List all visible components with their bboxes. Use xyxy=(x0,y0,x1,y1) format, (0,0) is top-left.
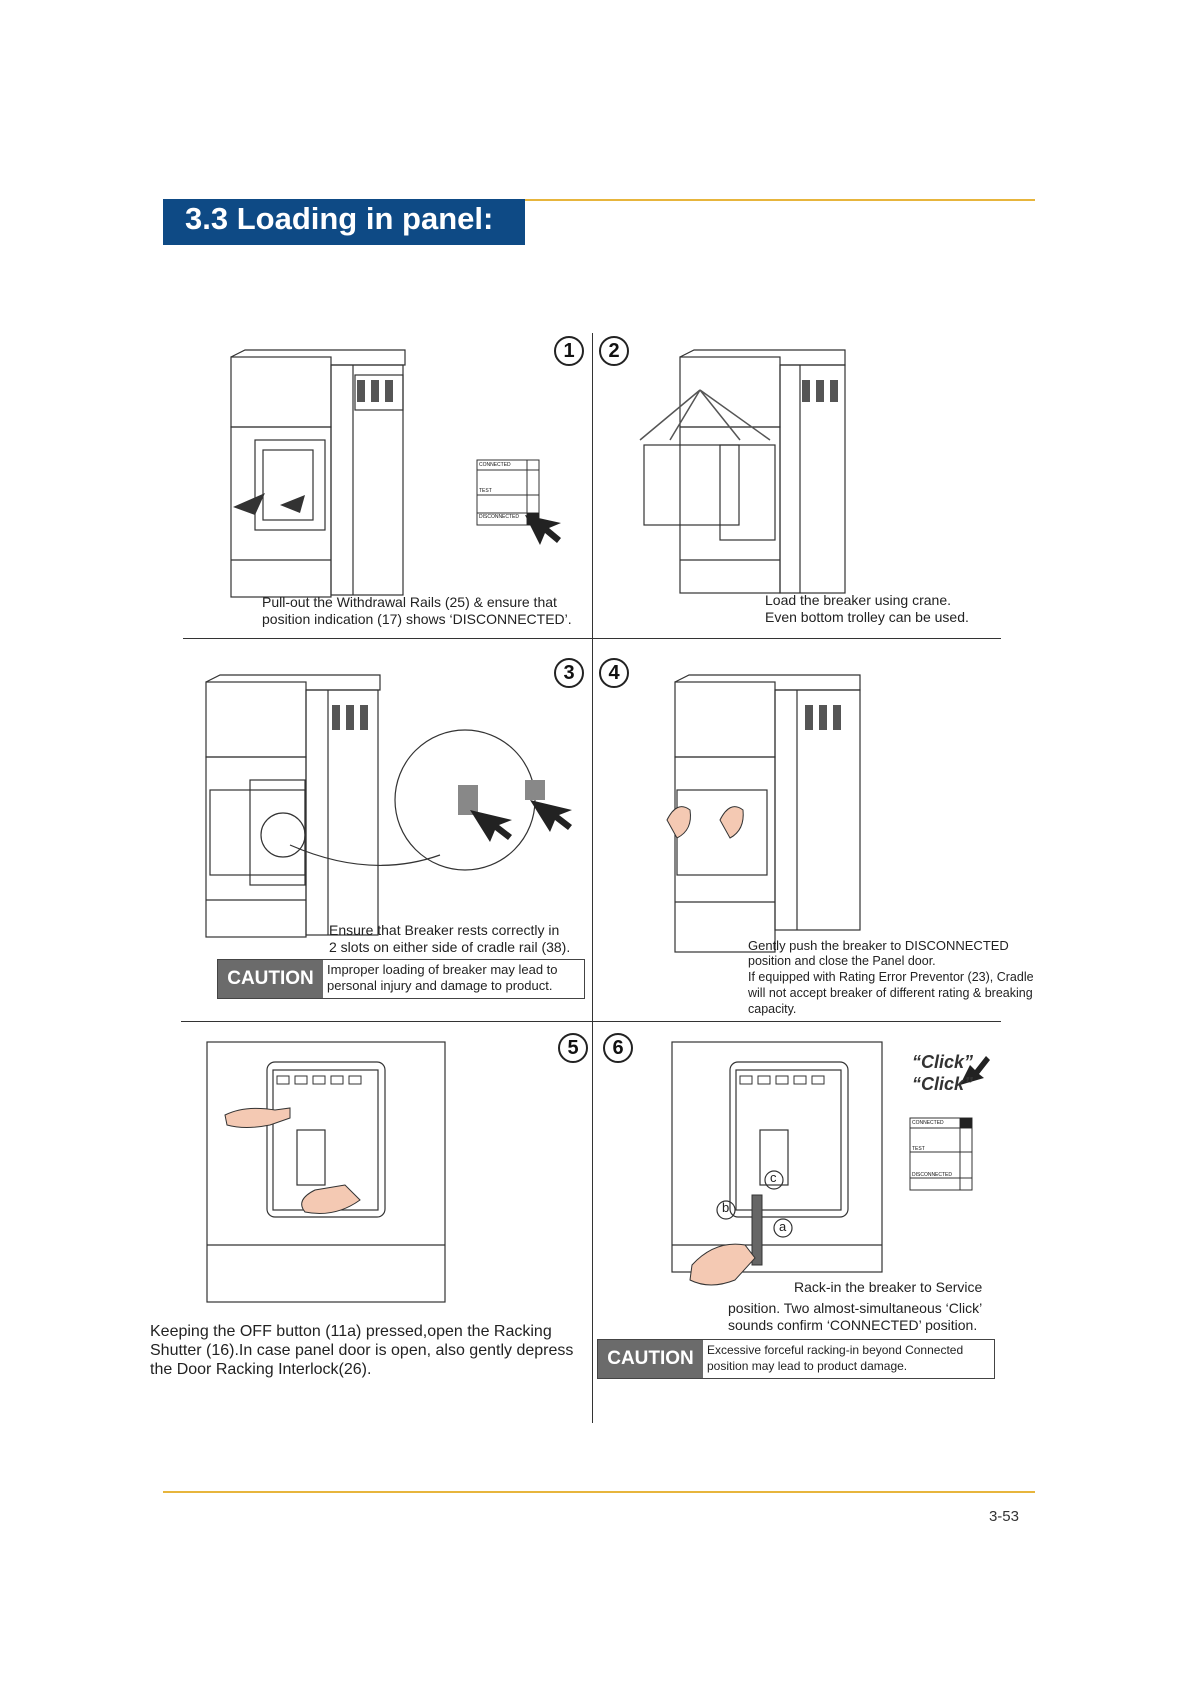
hand-icon xyxy=(689,1243,756,1286)
step-number-1: 1 xyxy=(554,336,584,366)
title-bar xyxy=(163,199,525,245)
step6-illustration xyxy=(671,1041,990,1286)
hand-icon xyxy=(224,1107,291,1128)
step-number-6: 6 xyxy=(603,1033,633,1063)
step4-caption-line3: If equipped with Rating Error Preventor … xyxy=(748,970,1034,984)
indicator-test-1: TEST xyxy=(479,488,492,494)
step5-caption-line2: Shutter (16).In case panel door is open,… xyxy=(150,1342,574,1359)
step4-caption-line4: will not accept breaker of different rat… xyxy=(748,986,1033,1000)
step2-caption-line1: Load the breaker using crane. xyxy=(765,592,952,608)
callout-a: a xyxy=(779,1219,787,1234)
grid-divider-row2 xyxy=(181,1021,1001,1022)
step4-caption-line1: Gently push the breaker to DISCONNECTED xyxy=(748,938,1009,953)
step1-caption-line1: Pull-out the Withdrawal Rails (25) & ens… xyxy=(262,594,557,610)
caution-label-2: CAUTION xyxy=(598,1340,703,1378)
step-number-2: 2 xyxy=(599,336,629,366)
step2-caption-line2: Even bottom trolley can be used. xyxy=(765,609,969,625)
caution-text-2-line2: position may lead to product damage. xyxy=(707,1359,908,1373)
step3-caption-line1: Ensure that Breaker rests correctly in xyxy=(329,922,560,938)
step6-caption-line1: Rack-in the breaker to Service xyxy=(794,1279,983,1295)
click-text-2: “Click” xyxy=(912,1074,974,1094)
arrow-left-icon xyxy=(233,493,265,515)
pointer-arrow-icon xyxy=(525,515,561,545)
caution-text-2: Excessive forceful racking-in beyond Con… xyxy=(703,1340,967,1378)
step4-caption-line5: capacity. xyxy=(748,1002,797,1016)
step3-illustration xyxy=(205,674,572,938)
step-number-5: 5 xyxy=(558,1033,588,1063)
caution-text-2-line1: Excessive forceful racking-in beyond Con… xyxy=(707,1343,964,1357)
footer-rule xyxy=(163,1491,1035,1493)
step5-caption-line1: Keeping the OFF button (11a) pressed,ope… xyxy=(150,1323,552,1340)
step1-illustration xyxy=(230,349,561,598)
step6-caption-line2: position. Two almost-simultaneous ‘Click… xyxy=(728,1300,983,1316)
indicator-disconnected-2: DISCONNECTED xyxy=(912,1172,953,1178)
indicator-connected-1: CONNECTED xyxy=(479,462,511,468)
caution-text-1: Improper loading of breaker may lead to … xyxy=(323,960,562,998)
pointer-arrow-icon xyxy=(470,810,512,842)
grid-divider-row1 xyxy=(183,638,1001,639)
step6-caption-line3: sounds confirm ‘CONNECTED’ position. xyxy=(728,1317,978,1333)
step2-illustration xyxy=(639,349,846,594)
pointer-arrow-icon xyxy=(960,1056,990,1085)
caution-label-1: CAUTION xyxy=(218,960,323,998)
step1-caption-line2: position indication (17) shows ‘DISCONNE… xyxy=(262,611,572,627)
caution-box-2: CAUTION Excessive forceful racking-in be… xyxy=(597,1339,995,1379)
indicator-test-2: TEST xyxy=(912,1146,925,1152)
indicator-connected-2: CONNECTED xyxy=(912,1120,944,1126)
callout-c: c xyxy=(770,1170,777,1185)
step-number-3: 3 xyxy=(554,658,584,688)
caution-box-1: CAUTION Improper loading of breaker may … xyxy=(217,959,585,999)
indicator-disconnected-1: DISCONNECTED xyxy=(479,514,520,520)
caution-text-1-line2: personal injury and damage to product. xyxy=(327,978,553,993)
page-title: 3.3 Loading in panel: xyxy=(185,201,494,236)
step-number-4: 4 xyxy=(599,658,629,688)
callout-b: b xyxy=(722,1200,730,1215)
step4-caption-line2: position and close the Panel door. xyxy=(748,954,936,968)
step4-illustration xyxy=(666,674,861,953)
header-rule xyxy=(525,199,1035,201)
step5-caption-line3: the Door Racking Interlock(26). xyxy=(150,1361,372,1378)
grid-vertical-divider xyxy=(592,333,593,1423)
step5-illustration xyxy=(206,1041,446,1303)
click-text-1: “Click” xyxy=(912,1052,974,1072)
hand-icon xyxy=(666,806,691,839)
page-number: 3-53 xyxy=(988,1508,1019,1525)
step3-caption-line2: 2 slots on either side of cradle rail (3… xyxy=(329,939,571,955)
caution-text-1-line1: Improper loading of breaker may lead to xyxy=(327,962,558,977)
